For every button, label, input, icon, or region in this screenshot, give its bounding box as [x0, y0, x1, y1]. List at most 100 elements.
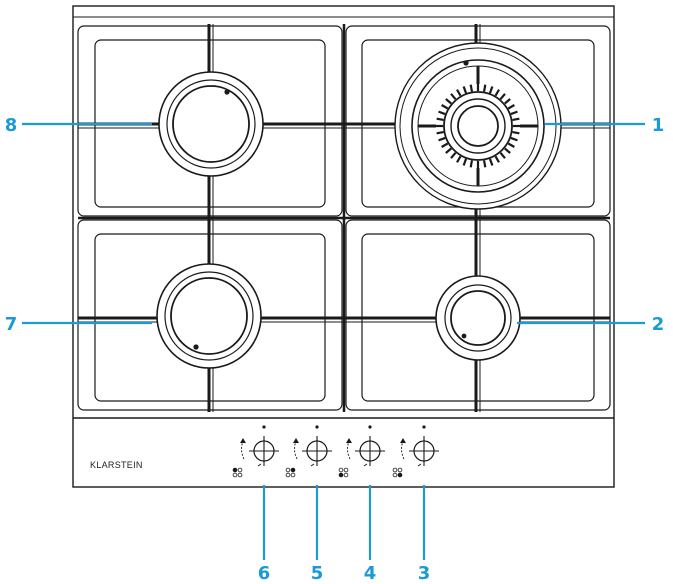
- callout-number-burner-rear-left: 8: [5, 115, 18, 136]
- wok-burner-outer-support-inner: [399, 47, 557, 205]
- rotation-arrowhead: [346, 438, 352, 443]
- burner-rear-left-igniter: [224, 89, 230, 95]
- burner-rear-left-ring: [166, 79, 256, 169]
- wok-flame-port: [482, 84, 487, 92]
- wok-flame-port: [438, 136, 446, 142]
- callout-number-burner-front-left: 7: [5, 314, 18, 335]
- wok-flame-port: [510, 136, 518, 142]
- wok-flame-port: [507, 142, 515, 148]
- flame-level-tick: [310, 463, 315, 467]
- burner-front-left-igniter: [193, 344, 199, 350]
- wok-flame-port: [510, 110, 518, 116]
- wok-flame-port: [482, 160, 487, 168]
- knob-off-marker: [422, 425, 426, 429]
- control-knob-1[interactable]: [232, 425, 279, 478]
- rotation-arrow-icon: [401, 440, 405, 460]
- burner-position-icon: [285, 472, 291, 478]
- wok-flame-port: [494, 89, 500, 97]
- burner-position-icon: [397, 472, 403, 478]
- wok-flame-port: [456, 89, 462, 97]
- wok-flame-port: [504, 147, 511, 154]
- wok-flame-port: [436, 130, 444, 135]
- flame-level-tick: [417, 463, 422, 467]
- wok-flame-port: [504, 98, 511, 105]
- wok-flame-port: [494, 155, 500, 163]
- wok-burner-outer-crown: [411, 59, 545, 193]
- burner-position-icon: [338, 467, 344, 473]
- wok-flame-port: [512, 117, 520, 122]
- wok-flame-port: [438, 110, 446, 116]
- wok-flame-port: [445, 147, 452, 154]
- callout-number-knob-2: 4: [364, 563, 377, 584]
- wok-burner-flame-ports: [418, 66, 538, 186]
- burner-front-left-cap: [170, 277, 248, 355]
- burner-position-icon: [232, 467, 238, 473]
- cooktop-body: [72, 5, 615, 488]
- rotation-arrowhead: [240, 438, 246, 443]
- flame-level-tick: [363, 463, 368, 467]
- burner-position-icon: [285, 467, 291, 473]
- burner-front-right-cap: [450, 290, 506, 346]
- burner-front-right-igniter: [461, 333, 467, 339]
- burner-front-right-ring: [444, 284, 512, 352]
- rotation-arrow-icon: [347, 440, 351, 460]
- control-knobs: [232, 425, 439, 478]
- wok-flame-port: [436, 117, 444, 122]
- wok-flame-port: [488, 86, 494, 94]
- wok-flame-port: [499, 93, 506, 100]
- wok-flame-port: [469, 84, 474, 92]
- wok-burner-igniter: [463, 60, 469, 66]
- wok-flame-port: [450, 93, 457, 100]
- wok-flame-port: [499, 152, 506, 159]
- control-knob-2[interactable]: [285, 425, 332, 478]
- wok-flame-port: [462, 158, 468, 166]
- grate-front-right-outer: [345, 219, 611, 411]
- wok-flame-port: [507, 104, 515, 110]
- wok-burner-center-cap: [457, 105, 499, 147]
- burner-front-right: [435, 275, 521, 361]
- burner-position-icon: [392, 467, 398, 473]
- burner-rear-left: [158, 71, 264, 177]
- wok-flame-port: [456, 155, 462, 163]
- burner-front-left: [156, 263, 262, 369]
- grate-rear-right-outer: [345, 25, 611, 217]
- wok-flame-port: [469, 160, 474, 168]
- rotation-arrowhead: [293, 438, 299, 443]
- knob-off-marker: [368, 425, 372, 429]
- burner-position-icon: [290, 472, 296, 478]
- wok-flame-port: [462, 86, 468, 94]
- burner-front-left-ring: [164, 271, 254, 361]
- control-knob-4[interactable]: [392, 425, 439, 478]
- brand-logo: KLARSTEIN: [90, 460, 143, 470]
- callout-number-knob-4: 6: [258, 563, 271, 584]
- callout-number-knob-1: 3: [418, 563, 431, 584]
- burner-rear-right-wok: [394, 42, 562, 210]
- callout-number-burner-rear-right: 1: [652, 115, 665, 136]
- burner-position-icon: [237, 472, 243, 478]
- knob-off-marker: [262, 425, 266, 429]
- burner-position-icon: [392, 472, 398, 478]
- burner-position-icon: [232, 472, 238, 478]
- flame-level-tick: [257, 463, 262, 467]
- callout-number-burner-front-right: 2: [652, 314, 665, 335]
- burner-position-icon: [338, 472, 344, 478]
- rotation-arrow-icon: [294, 440, 298, 460]
- control-knob-3[interactable]: [338, 425, 385, 478]
- wok-flame-port: [441, 142, 449, 148]
- knob-off-marker: [315, 425, 319, 429]
- rotation-arrowhead: [400, 438, 406, 443]
- burner-position-icon: [343, 467, 349, 473]
- control-panel: KLARSTEIN: [90, 425, 439, 478]
- burner-position-icon: [343, 472, 349, 478]
- burner-position-icon: [397, 467, 403, 473]
- wok-flame-port: [512, 130, 520, 135]
- burner-rear-left-cap: [172, 85, 250, 163]
- wok-flame-port: [450, 152, 457, 159]
- wok-flame-port: [445, 98, 452, 105]
- burner-position-icon: [237, 467, 243, 473]
- wok-flame-port: [441, 104, 449, 110]
- burner-position-icon: [290, 467, 296, 473]
- rotation-arrow-icon: [241, 440, 245, 460]
